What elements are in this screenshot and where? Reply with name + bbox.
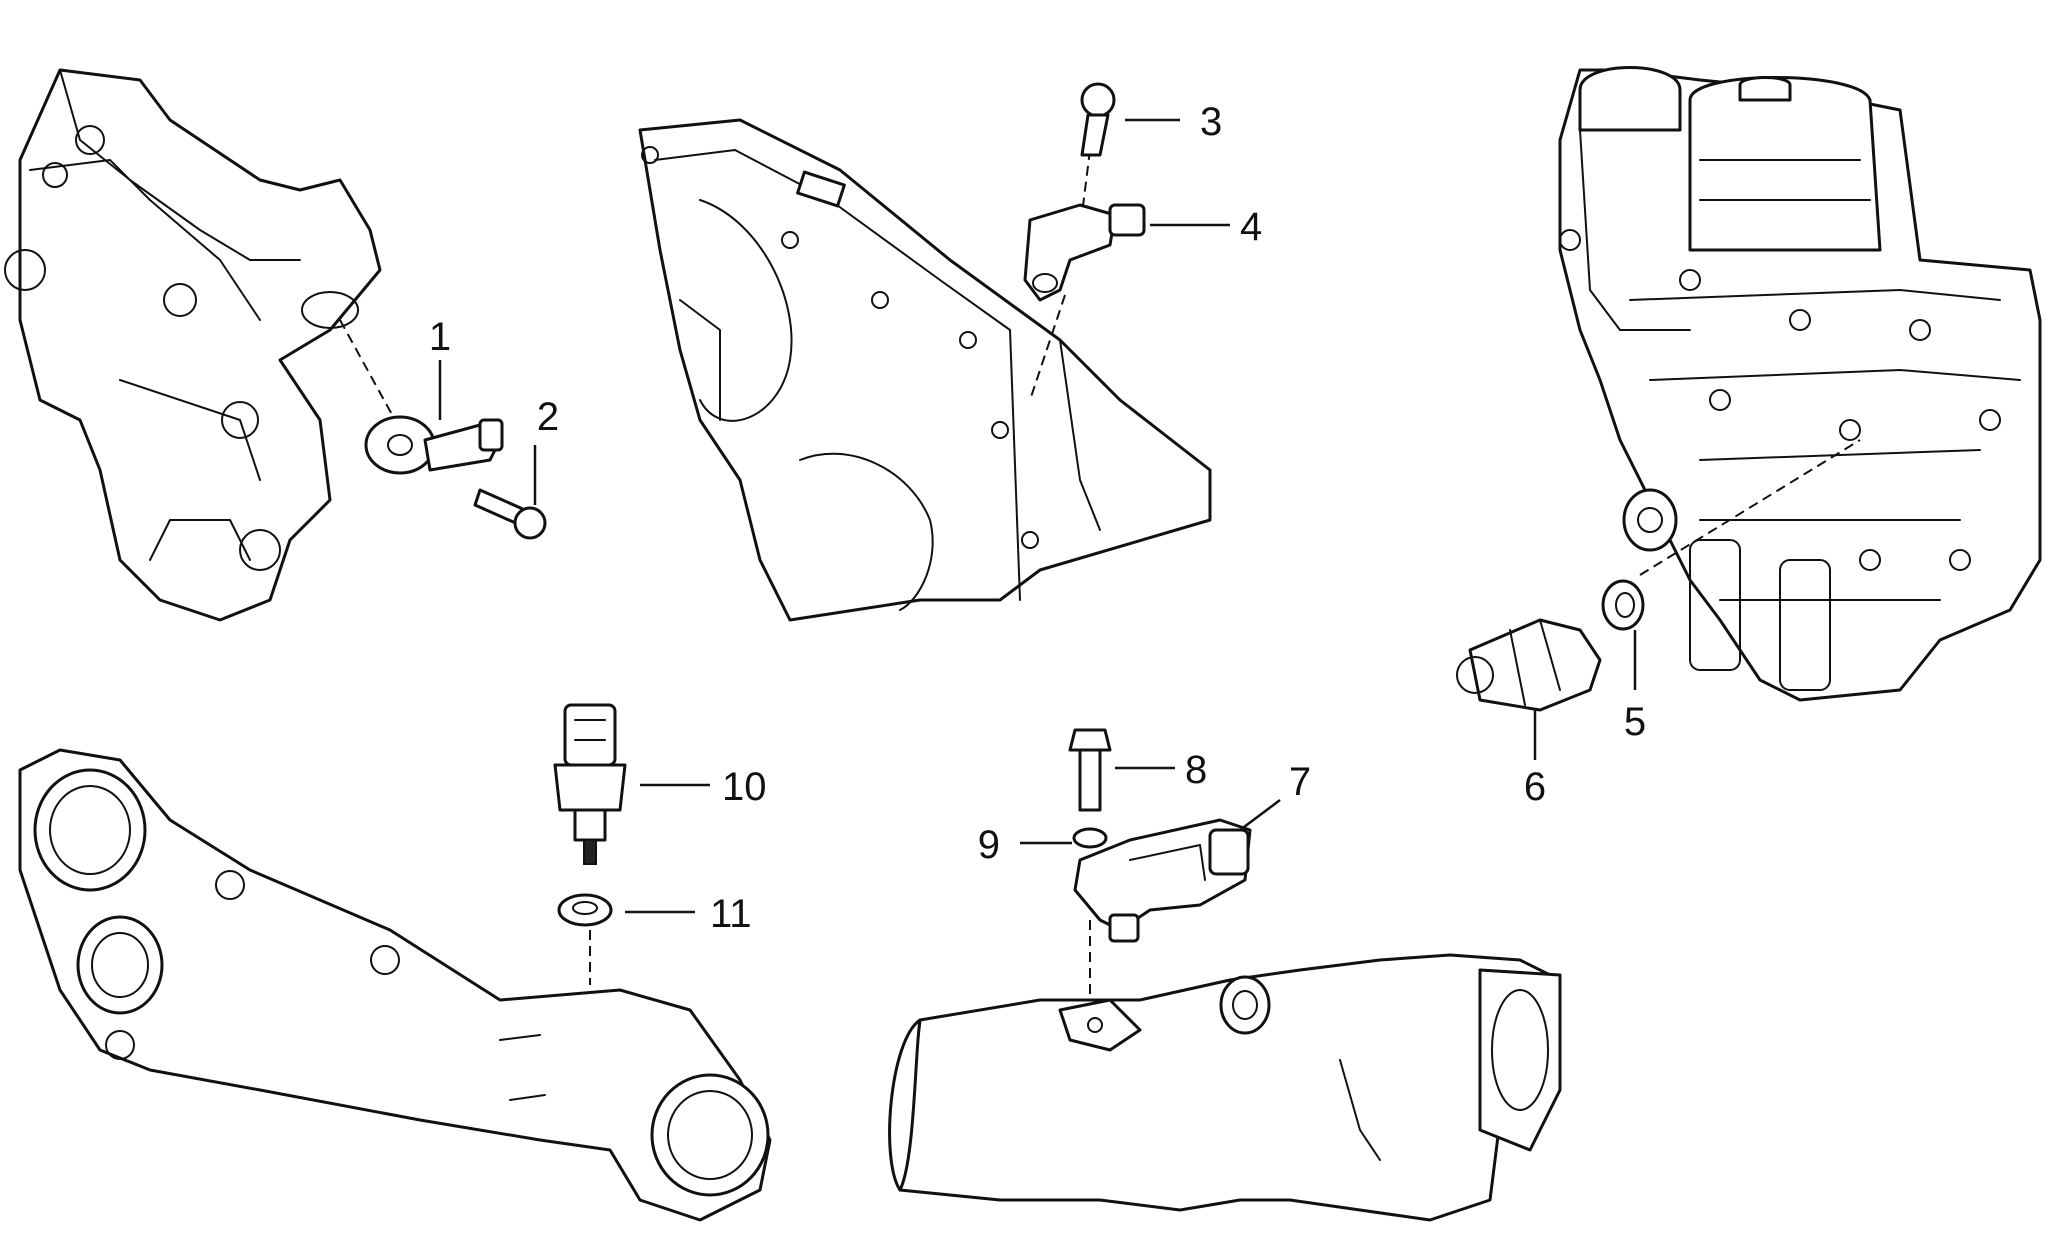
callout-label-11: 11 xyxy=(710,892,752,936)
callout-label-3: 3 xyxy=(1200,100,1222,144)
callout-7: 7 xyxy=(1239,760,1311,831)
timing-cover-assembly xyxy=(638,118,1212,622)
callout-label-1: 1 xyxy=(429,315,451,359)
callout-8: 8 xyxy=(1115,748,1207,792)
seal-ring-5 xyxy=(1601,579,1645,631)
callout-label-7: 7 xyxy=(1289,760,1311,804)
callout-4: 4 xyxy=(1150,205,1262,249)
callout-10: 10 xyxy=(640,765,767,809)
engine-block-assembly xyxy=(4,68,396,622)
callout-6: 6 xyxy=(1524,710,1546,809)
oil-filter-housing-assembly xyxy=(1558,66,2042,702)
callout-5: 5 xyxy=(1624,630,1646,744)
callout-label-4: 4 xyxy=(1240,205,1262,249)
callout-11: 11 xyxy=(625,892,752,936)
callout-label-2: 2 xyxy=(537,395,559,439)
pressure-sensor-6 xyxy=(1456,618,1602,712)
intake-pipe-assembly xyxy=(888,920,1562,1222)
bolt-8 xyxy=(1068,728,1112,812)
temperature-sensor-10 xyxy=(553,703,627,865)
sensor-4 xyxy=(1023,203,1146,302)
bolt-3 xyxy=(1080,82,1116,157)
callout-label-9: 9 xyxy=(978,823,1000,867)
callout-label-8: 8 xyxy=(1185,748,1207,792)
callout-label-5: 5 xyxy=(1624,700,1646,744)
washer-9 xyxy=(1072,827,1108,849)
callout-label-6: 6 xyxy=(1524,765,1546,809)
callout-1: 1 xyxy=(429,315,451,420)
callout-2: 2 xyxy=(533,395,559,505)
callout-3: 3 xyxy=(1125,100,1222,144)
sensor-1 xyxy=(364,415,504,475)
callout-label-10: 10 xyxy=(722,765,767,809)
bolt-2 xyxy=(473,488,547,540)
seal-ring-11 xyxy=(557,893,613,927)
map-sensor-7 xyxy=(1073,818,1252,943)
callout-9: 9 xyxy=(978,823,1072,867)
coolant-pipe-assembly xyxy=(18,748,772,1222)
